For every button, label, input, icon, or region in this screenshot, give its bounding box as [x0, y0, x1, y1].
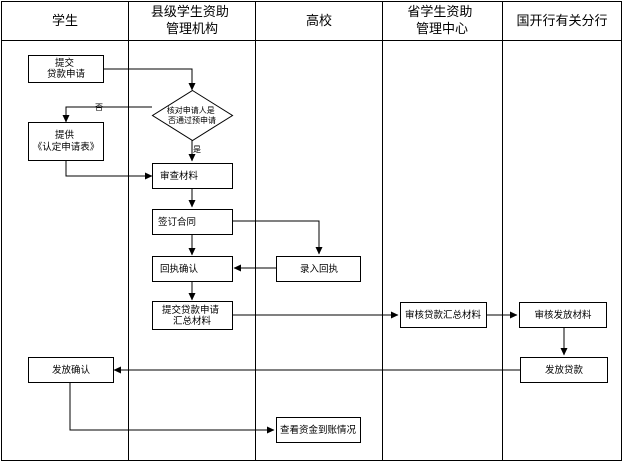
svg-text:审核贷款汇总材料: 审核贷款汇总材料 [405, 309, 482, 321]
step-enter-receipt: 录入回执 [276, 256, 361, 282]
lane-title-province-center: 省学生资助 管理中心 [407, 4, 476, 37]
connectors [62, 68, 568, 434]
decision-check-applicant: 核对申请人是 否通过预申请 [151, 89, 234, 142]
svg-text:查看资金到账情况: 查看资金到账情况 [280, 424, 357, 436]
arrow-check-no-to-provide [62, 106, 152, 123]
svg-text:提交贷款申请 汇总材料: 提交贷款申请 汇总材料 [162, 304, 222, 327]
svg-text:提供 《认定申请表》: 提供 《认定申请表》 [33, 129, 100, 153]
step-disburse-loan: 发放贷款 [520, 357, 608, 383]
step-disbursement-confirm: 发放确认 [28, 357, 114, 383]
step-review-materials: 审查材料 [152, 163, 233, 189]
arrow-provide-to-review [65, 160, 153, 180]
branch-label-no: 否 [95, 103, 103, 112]
svg-text:回执确认: 回执确认 [160, 263, 199, 275]
lane-title-university: 高校 [306, 13, 332, 29]
svg-text:审查材料: 审查材料 [160, 170, 199, 182]
step-check-funds: 查看资金到账情况 [276, 417, 361, 443]
branch-label-yes: 是 [193, 145, 201, 154]
step-sign-contract: 签订合同 [152, 209, 233, 235]
svg-text:提交 贷款申请: 提交 贷款申请 [47, 57, 86, 80]
step-provide-form: 提供 《认定申请表》 [28, 122, 104, 161]
svg-text:录入回执: 录入回执 [300, 263, 339, 275]
svg-text:发放贷款: 发放贷款 [545, 364, 584, 376]
step-review-disbursement: 审核发放材料 [519, 302, 607, 328]
step-receipt-confirm: 回执确认 [152, 256, 233, 282]
lane-title-student: 学生 [52, 13, 78, 29]
lane-headers: 学生 县级学生资助 管理机构 高校 省学生资助 管理中心 国开行有关分行 [52, 4, 608, 37]
arrow-sign-to-enter [232, 220, 323, 255]
svg-text:核对申请人是 否通过预申请: 核对申请人是 否通过预申请 [167, 105, 218, 125]
arrow-confirm-to-check-funds [69, 383, 275, 434]
svg-text:审核发放材料: 审核发放材料 [534, 309, 592, 321]
lane-title-county-agency: 县级学生资助 管理机构 [151, 4, 233, 37]
step-submit-application: 提交 贷款申请 [28, 55, 104, 83]
lane-title-cdb-branch: 国开行有关分行 [516, 14, 607, 29]
svg-text:发放确认: 发放确认 [52, 364, 91, 376]
arrow-submit-to-check [103, 68, 196, 91]
step-review-summary: 审核贷款汇总材料 [400, 302, 487, 328]
step-submit-summary: 提交贷款申请 汇总材料 [152, 301, 233, 330]
svg-text:签订合同: 签订合同 [158, 216, 196, 228]
